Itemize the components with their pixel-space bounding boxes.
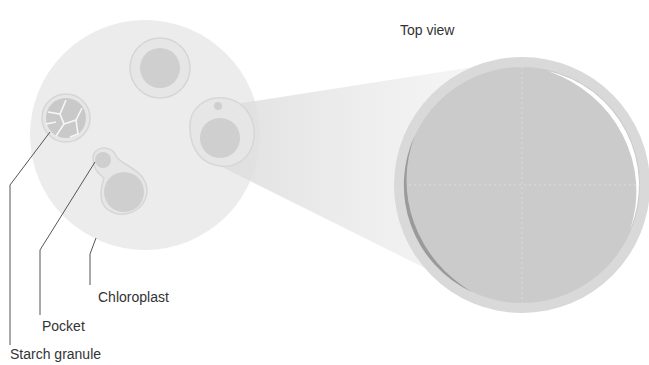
view-title: Top view — [400, 22, 454, 38]
pocket-outline — [130, 38, 190, 98]
granule — [95, 152, 111, 168]
granule-cracks — [46, 100, 82, 137]
granule — [140, 48, 180, 88]
pocket-outline — [93, 148, 147, 214]
part-label: Chloroplast — [98, 289, 169, 305]
starch-granule — [46, 98, 86, 138]
part-label: Pocket — [42, 318, 85, 334]
chloroplast-disc — [30, 20, 260, 250]
granule — [214, 102, 222, 110]
highlight-crescent — [548, 71, 639, 230]
granule — [200, 118, 240, 158]
crosshair — [404, 67, 640, 303]
zoom-granule — [404, 67, 640, 303]
pocket-outline — [42, 94, 90, 142]
zoom-rim — [394, 57, 649, 313]
shadow-crescent — [404, 135, 472, 292]
part-label: Starch granule — [10, 346, 101, 362]
granule — [104, 172, 144, 212]
pocket-outline — [190, 98, 254, 166]
leader-lines — [10, 132, 96, 345]
